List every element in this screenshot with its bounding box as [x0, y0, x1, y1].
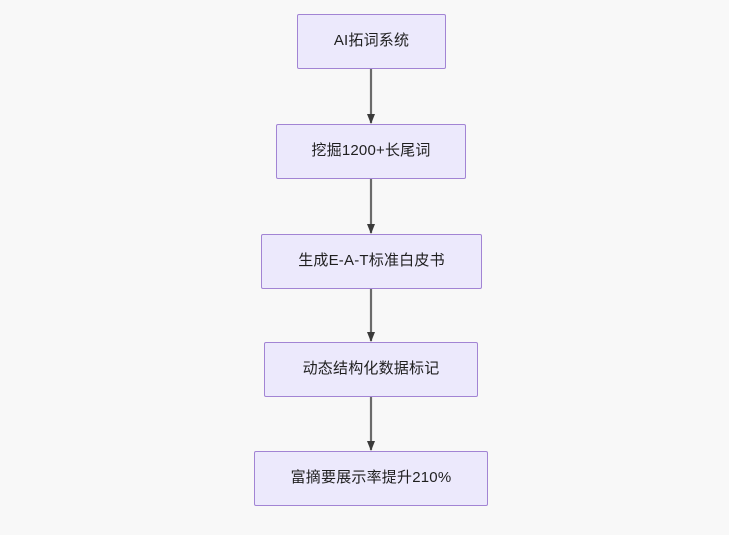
flow-node-label: AI拓词系统 [333, 32, 410, 50]
flow-node-ai-keyword-system[interactable]: AI拓词系统 [297, 14, 446, 69]
flow-node-label: 动态结构化数据标记 [302, 360, 440, 378]
flow-node-label: 富摘要展示率提升210% [290, 469, 452, 487]
flow-node-label: 挖掘1200+长尾词 [311, 142, 431, 160]
flow-node-rich-snippet-impression-lift[interactable]: 富摘要展示率提升210% [254, 451, 488, 506]
flow-node-label: 生成E-A-T标准白皮书 [298, 252, 445, 270]
flow-node-mine-longtail-keywords[interactable]: 挖掘1200+长尾词 [276, 124, 466, 179]
flow-node-dynamic-structured-data-markup[interactable]: 动态结构化数据标记 [264, 342, 478, 397]
flow-node-generate-eat-whitepaper[interactable]: 生成E-A-T标准白皮书 [261, 234, 482, 289]
